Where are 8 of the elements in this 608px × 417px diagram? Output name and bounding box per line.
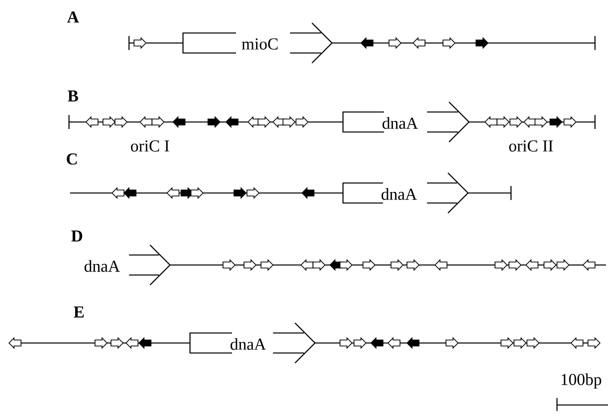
row-label: A: [67, 12, 79, 22]
row-label: oriC II: [509, 140, 553, 152]
row-label: E: [74, 306, 84, 318]
row-label: oriC I: [130, 140, 170, 152]
row-label: C: [66, 153, 77, 165]
row-label: 100bp: [562, 373, 602, 389]
row-label: B: [68, 90, 78, 102]
row-label: D: [71, 230, 82, 242]
